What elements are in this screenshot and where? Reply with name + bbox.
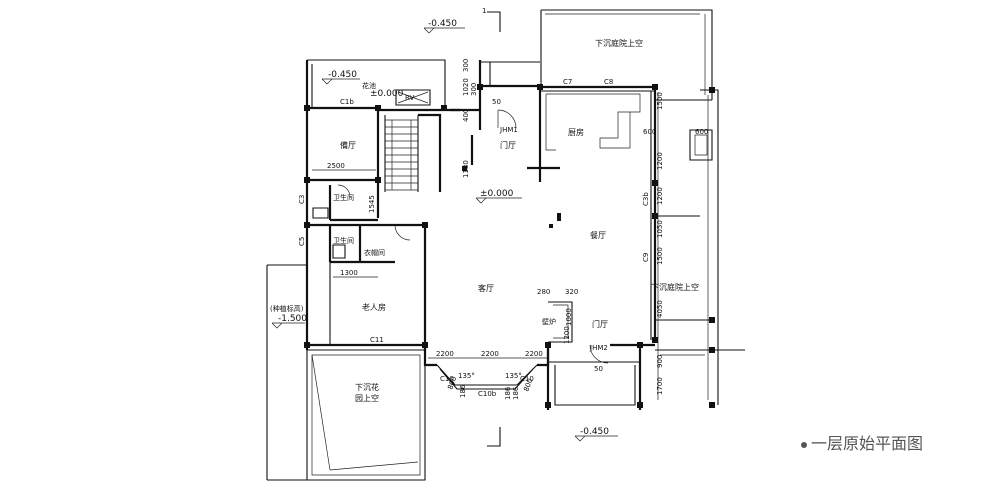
room-kitchen: 厨房: [568, 127, 584, 137]
garden-area: [266, 264, 426, 481]
rv-label: RV: [405, 94, 414, 102]
tag-c7: C7: [563, 78, 572, 86]
dim-right-v1: 1500: [656, 92, 664, 110]
dim-fire-b: 320: [565, 288, 578, 296]
tag-jhm2: JHM2: [589, 344, 608, 352]
dim-angle-2: 135°: [505, 372, 522, 380]
dim-right-v8: 1700: [656, 377, 664, 395]
room-sunken-right: 下沉庭院上空: [651, 282, 699, 292]
axis-marker-label: 1: [482, 7, 486, 15]
dim-top-v4: 400: [462, 109, 470, 122]
dim-right-v5: 1500: [656, 247, 664, 265]
dim-right-v6: 4050: [656, 300, 664, 318]
structural-columns: [304, 84, 715, 408]
dim-right-h1: 600: [643, 128, 656, 136]
tag-c3: C3: [298, 195, 306, 204]
dim-right-v2: 1200: [656, 152, 664, 170]
tag-c5: C5: [298, 237, 306, 246]
level-left-top: -0.450: [328, 70, 357, 80]
axis-marker: 1: [482, 7, 501, 447]
tag-c10c: C10: [520, 375, 534, 383]
tag-c9: C9: [642, 253, 650, 262]
planting-soil-label: (种植标高): [270, 304, 304, 313]
level-planting: -1.500: [278, 314, 307, 324]
room-garden-line-2: 园上空: [355, 393, 379, 403]
level-markers: -0.450 -0.450 ±0.000 ±0.000 -1.500 -0.45…: [271, 19, 618, 442]
dim-right-v7: 900: [656, 355, 664, 368]
level-zero-main: ±0.000: [480, 189, 514, 199]
dim-top-v3: 300: [470, 83, 478, 96]
dim-fire-a: 280: [537, 288, 550, 296]
tag-c10b: C10b: [478, 390, 497, 398]
room-planter: 花池: [362, 81, 376, 90]
tag-jhm1: JHM1: [499, 126, 518, 134]
tag-c1b: C1b: [340, 98, 354, 106]
dim-top-v5: 50: [492, 98, 501, 106]
room-closet: 衣帽间: [364, 248, 385, 257]
tag-c11: C11: [370, 336, 384, 344]
dim-fire-d: 1200: [563, 326, 571, 344]
sunken-courtyard-top-outline: [540, 9, 713, 100]
dim-right-v3: 1200: [656, 187, 664, 205]
plan-caption-text: 一层原始平面图: [811, 434, 924, 453]
dim-bay-small-4: 186: [512, 386, 520, 400]
caption-bullet: [801, 441, 807, 448]
dim-right-h2: 600: [695, 128, 708, 136]
tag-c3b: C3b: [642, 192, 650, 206]
room-living: 客厅: [478, 283, 494, 293]
dim-bay-1: 2200: [436, 350, 454, 358]
tag-c10: C10: [440, 375, 454, 383]
room-sunken-top-right: 下沉庭院上空: [595, 38, 643, 48]
main-walls: [305, 59, 657, 410]
room-foyer-bottom: 门厅: [592, 319, 608, 329]
door-swings: [337, 109, 609, 364]
dim-bay-3: 2200: [525, 350, 543, 358]
room-bath-1: 卫生间: [333, 193, 354, 202]
dim-top-v6: 1180: [462, 160, 470, 178]
room-bath-2: 卫生间: [333, 236, 354, 245]
tag-c8: C8: [604, 78, 613, 86]
level-zero-small: ±0.000: [370, 89, 404, 99]
dim-left-width: 1300: [340, 269, 358, 277]
dim-top-v1: 300: [462, 59, 470, 72]
dim-angle-1: 135°: [458, 372, 475, 380]
dim-top-v2: 1020: [462, 78, 470, 96]
dim-bay-2: 2200: [481, 350, 499, 358]
dim-fire-c: 1000: [565, 308, 573, 326]
plan-caption: 一层原始平面图: [801, 430, 923, 454]
right-annex: [655, 89, 745, 405]
room-foyer-top: 门厅: [500, 140, 516, 150]
room-prep: 備厅: [340, 140, 356, 150]
dim-stair-vertical: 1545: [368, 195, 376, 213]
dimension-labels: 300 1020 300 400 50 1180 2500 1545 1300 …: [312, 59, 708, 400]
dim-bay-small-2: 186: [459, 384, 467, 398]
dim-bay-small-3: 186: [504, 386, 512, 400]
room-garden-line-1: 下沉花: [355, 382, 379, 392]
level-top: -0.450: [428, 19, 457, 29]
dim-right-v4: 1050: [656, 220, 664, 238]
opening-tags: C7 C8 C1b C3 C5 C3b C9 C11 C10 C10b C10 …: [298, 78, 650, 398]
room-fireplace: 壁炉: [542, 317, 556, 326]
dim-prep-width: 2500: [327, 162, 345, 170]
room-dining: 餐厅: [590, 231, 606, 240]
room-elderly: 老人房: [362, 302, 386, 312]
room-labels: 下沉庭院上空 厨房 门厅 備厅 卫生间 卫生间 衣帽间 老人房 餐厅 客厅 下沉…: [270, 38, 699, 403]
level-bottom: -0.450: [580, 427, 609, 437]
dim-door-50: 50: [594, 365, 603, 373]
